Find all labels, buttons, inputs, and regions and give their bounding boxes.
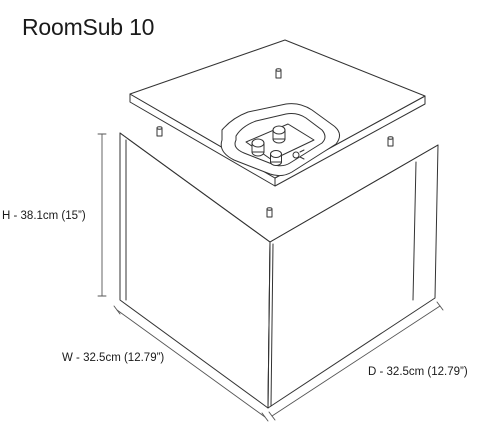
width-dimension-line <box>113 305 269 422</box>
pin-icon <box>156 126 163 137</box>
cabinet-body <box>119 132 439 409</box>
pairing-button-icon <box>292 149 305 160</box>
width-label: W - 32.5cm (12.79”) <box>62 352 165 364</box>
phase-knob-icon <box>270 150 282 166</box>
depth-dimension-line <box>268 301 444 421</box>
product-title: RoomSub 10 <box>22 14 155 40</box>
gain-knob-icon <box>272 125 286 144</box>
mounting-pins <box>156 68 394 218</box>
depth-label: D - 32.5cm (12.79”) <box>368 366 468 378</box>
height-dimension-line <box>97 133 107 297</box>
pin-icon <box>275 68 282 79</box>
pin-icon <box>387 136 394 147</box>
pin-icon <box>266 207 273 218</box>
crossover-knob-icon <box>251 138 265 157</box>
height-label: H - 38.1cm (15”) <box>2 210 86 222</box>
